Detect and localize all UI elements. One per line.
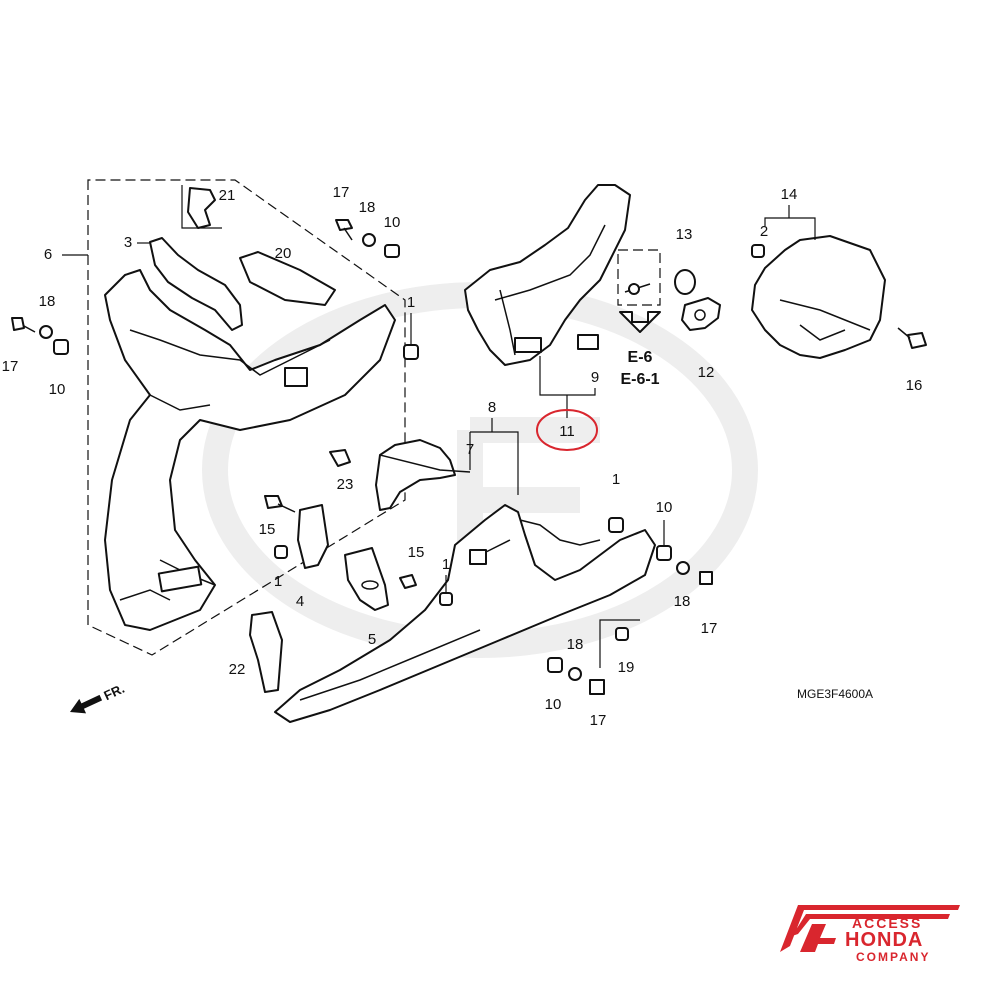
lower-cover-group <box>274 418 656 723</box>
part-label-18[interactable]: 18 <box>674 593 691 610</box>
bracket-4-shape <box>297 504 329 569</box>
ref-label-e6[interactable]: E-6 <box>628 349 653 366</box>
part-12-shape <box>681 297 721 331</box>
part-label-5[interactable]: 5 <box>368 631 376 648</box>
part-label-17[interactable]: 17 <box>333 184 350 201</box>
part-label-15[interactable]: 15 <box>259 521 276 538</box>
part-label-10[interactable]: 10 <box>656 499 673 516</box>
logo-line-2: HONDA <box>845 929 923 951</box>
part-13-shape <box>674 269 696 295</box>
part-label-18[interactable]: 18 <box>359 199 376 216</box>
part-label-6[interactable]: 6 <box>44 246 52 263</box>
part-label-17[interactable]: 17 <box>701 620 718 637</box>
part-label-7[interactable]: 7 <box>466 441 474 458</box>
part-label-23[interactable]: 23 <box>337 476 354 493</box>
part-label-3[interactable]: 3 <box>124 234 132 251</box>
part-labels: 1 1 1 1 2 3 4 5 6 7 8 9 10 10 10 10 11 1… <box>2 184 923 729</box>
part-label-10[interactable]: 10 <box>545 696 562 713</box>
ref-label-e6-1[interactable]: E-6-1 <box>620 371 659 388</box>
part-14-group <box>751 205 886 359</box>
front-cover-group <box>62 179 406 656</box>
part-label-15[interactable]: 15 <box>408 544 425 561</box>
logo-wing-icon <box>780 905 960 952</box>
part-label-21[interactable]: 21 <box>219 187 236 204</box>
part-label-17[interactable]: 17 <box>2 358 19 375</box>
part-label-13[interactable]: 13 <box>676 226 693 243</box>
part-label-11[interactable]: 11 <box>559 423 575 440</box>
part-label-22[interactable]: 22 <box>229 661 246 678</box>
e6-reference <box>617 249 661 333</box>
part-label-10[interactable]: 10 <box>49 381 66 398</box>
part-label-1[interactable]: 1 <box>407 294 415 311</box>
part-11-group <box>464 184 631 451</box>
diagram-code: MGE3F4600A <box>797 687 873 701</box>
part-label-9[interactable]: 9 <box>591 369 599 386</box>
front-label: FR. <box>101 681 126 703</box>
fasteners <box>11 219 927 695</box>
highlight-circle <box>536 409 598 451</box>
access-honda-logo: ACCESS HONDA COMPANY <box>780 905 960 964</box>
part-label-18[interactable]: 18 <box>39 293 56 310</box>
part-label-18[interactable]: 18 <box>567 636 584 653</box>
part-label-1[interactable]: 1 <box>274 573 282 590</box>
front-direction-indicator: FR. <box>70 681 127 714</box>
part-label-4[interactable]: 4 <box>296 593 304 610</box>
part-label-8[interactable]: 8 <box>488 399 496 416</box>
part-label-1[interactable]: 1 <box>442 556 450 573</box>
front-arrow-icon <box>70 694 103 714</box>
logo-line-1: ACCESS <box>852 915 922 931</box>
part-label-1[interactable]: 1 <box>612 471 620 488</box>
part-label-20[interactable]: 20 <box>275 245 292 262</box>
part-label-16[interactable]: 16 <box>906 377 923 394</box>
part-label-10[interactable]: 10 <box>384 214 401 231</box>
logo-line-3: COMPANY <box>856 950 930 964</box>
part-label-2[interactable]: 2 <box>760 223 768 240</box>
part-label-14[interactable]: 14 <box>781 186 798 203</box>
bracket-22-shape <box>249 611 283 693</box>
part-label-19[interactable]: 19 <box>618 659 635 676</box>
bracket-5-shape <box>344 547 389 611</box>
part-label-12[interactable]: 12 <box>698 364 715 381</box>
part-label-17[interactable]: 17 <box>590 712 607 729</box>
